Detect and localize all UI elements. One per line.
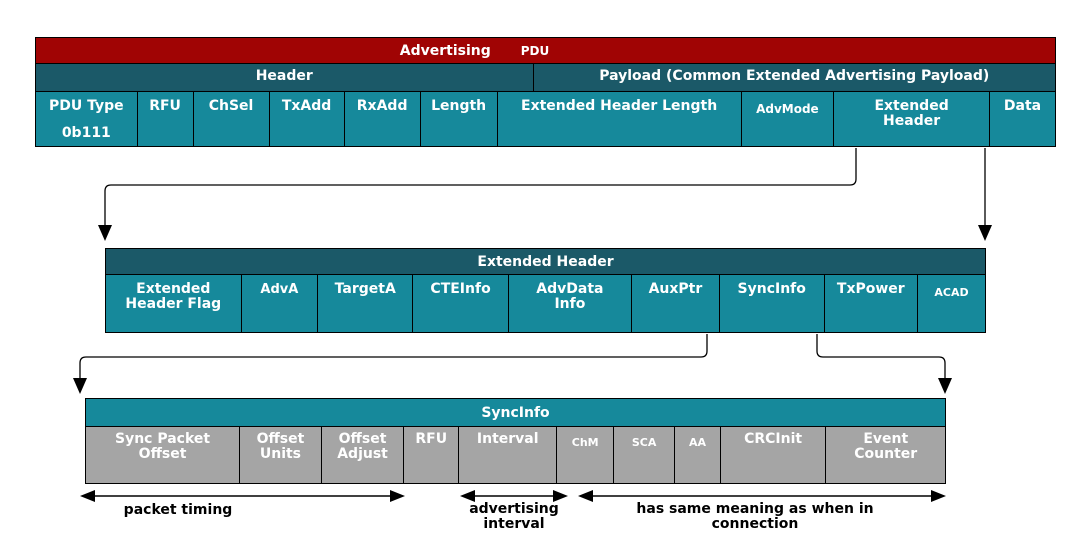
cell-rfu: RFU (136, 92, 193, 146)
arrowhead-extheader-right (978, 225, 992, 241)
arrowhead-syncinfo-left (73, 378, 87, 394)
cell-pdu-type: PDU Type 0b111 (36, 92, 137, 146)
cell-aa: AA (674, 427, 719, 483)
cell-targeta: TargetA (317, 275, 412, 332)
cell-offset-units: Offset Units (239, 427, 321, 483)
cell-acad: ACAD (917, 275, 985, 332)
note-advertising-interval: advertising interval (469, 501, 559, 532)
cell-chsel: ChSel (192, 92, 269, 146)
span-arrow-same-meaning (578, 490, 946, 502)
extended-header-table: Extended Header Extended Header Flag Adv… (105, 248, 986, 333)
cell-sca: SCA (613, 427, 674, 483)
connector-extheader-left (104, 148, 857, 227)
cell-extended-header-length: Extended Header Length (496, 92, 741, 146)
cell-txadd: TxAdd (268, 92, 344, 146)
cell-sync-packet-offset: Sync Packet Offset (115, 431, 211, 462)
cell-syncinfo: SyncInfo (718, 275, 824, 332)
cell-cteinfo: CTEInfo (412, 275, 507, 332)
note-same-meaning: has same meaning as when in connection (636, 501, 874, 532)
advertising-pdu-title-bar: Advertising PDU (36, 38, 1055, 63)
cell-interval: Interval (458, 427, 556, 483)
arrowhead-extheader-left (98, 225, 112, 241)
pdu-title-suffix: PDU (520, 43, 550, 58)
advertising-title: Advertising (399, 42, 491, 59)
arrowhead-syncinfo-right (938, 378, 952, 394)
cell-rxadd: RxAdd (343, 92, 420, 146)
span-arrow-packet-timing (80, 490, 405, 502)
syncinfo-title-bar: SyncInfo (86, 399, 945, 426)
connector-syncinfo-left (79, 334, 708, 380)
cell-data: Data (989, 92, 1055, 146)
cell-auxptr: AuxPtr (631, 275, 719, 332)
note-packet-timing: packet timing (123, 502, 233, 518)
cell-txpower: TxPower (823, 275, 917, 332)
cell-chm: ChM (556, 427, 613, 483)
cell-advmode: AdvMode (740, 92, 833, 146)
cell-event-counter: Event Counter (825, 427, 945, 483)
cell-adva: AdvA (240, 275, 317, 332)
cell-extended-header: Extended Header (833, 92, 989, 146)
cell-offset-adjust: Offset Adjust (320, 427, 404, 483)
advertising-pdu-table: Advertising PDU Header Payload (Common E… (35, 37, 1056, 147)
cell-length: Length (419, 92, 497, 146)
cell-sync-rfu: RFU (403, 427, 458, 483)
cell-extended-header-flag: Extended Header Flag (125, 281, 222, 312)
syncinfo-table: SyncInfo Sync Packet Offset Offset Units… (85, 398, 946, 484)
cell-pdu-type-label: PDU Type (48, 98, 124, 114)
extended-header-title-bar: Extended Header (106, 249, 985, 274)
cell-pdu-type-value: 0b111 (61, 125, 111, 141)
span-arrow-advertising-interval (460, 490, 568, 502)
header-section-label: Header (36, 64, 533, 91)
cell-crcinit: CRCInit (719, 427, 826, 483)
payload-section-label: Payload (Common Extended Advertising Pay… (532, 64, 1055, 91)
cell-advdata-info: AdvData Info (507, 275, 631, 332)
connector-syncinfo-right (816, 334, 946, 380)
